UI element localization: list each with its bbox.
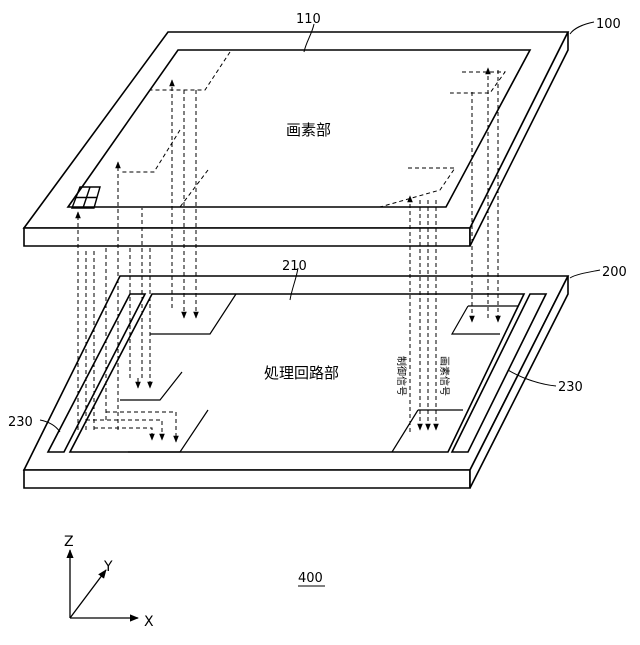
leader-200 xyxy=(570,270,600,278)
label-200: 200 xyxy=(602,265,627,280)
label-100: 100 xyxy=(596,17,621,32)
leader-100 xyxy=(570,22,594,34)
x-axis-label: X xyxy=(144,614,154,630)
pixel-chip-front-face xyxy=(24,228,470,246)
y-axis-label: Y xyxy=(103,559,113,575)
y-axis xyxy=(70,570,106,618)
z-axis-label: Z xyxy=(64,534,74,550)
control-signal-label: 制御信号 xyxy=(395,356,408,396)
pixel-chip xyxy=(24,32,568,246)
circuit-chip-front-face xyxy=(24,470,470,488)
label-210: 210 xyxy=(282,259,307,274)
pixel-signal-label: 画素信号 xyxy=(438,356,451,396)
label-110: 110 xyxy=(296,12,321,27)
circuit-area-title: 処理回路部 xyxy=(264,364,339,382)
label-230-left: 230 xyxy=(8,415,33,430)
label-230-right: 230 xyxy=(558,380,583,395)
figure-label: 400 xyxy=(298,571,323,586)
pixel-area-title: 画素部 xyxy=(286,121,331,139)
